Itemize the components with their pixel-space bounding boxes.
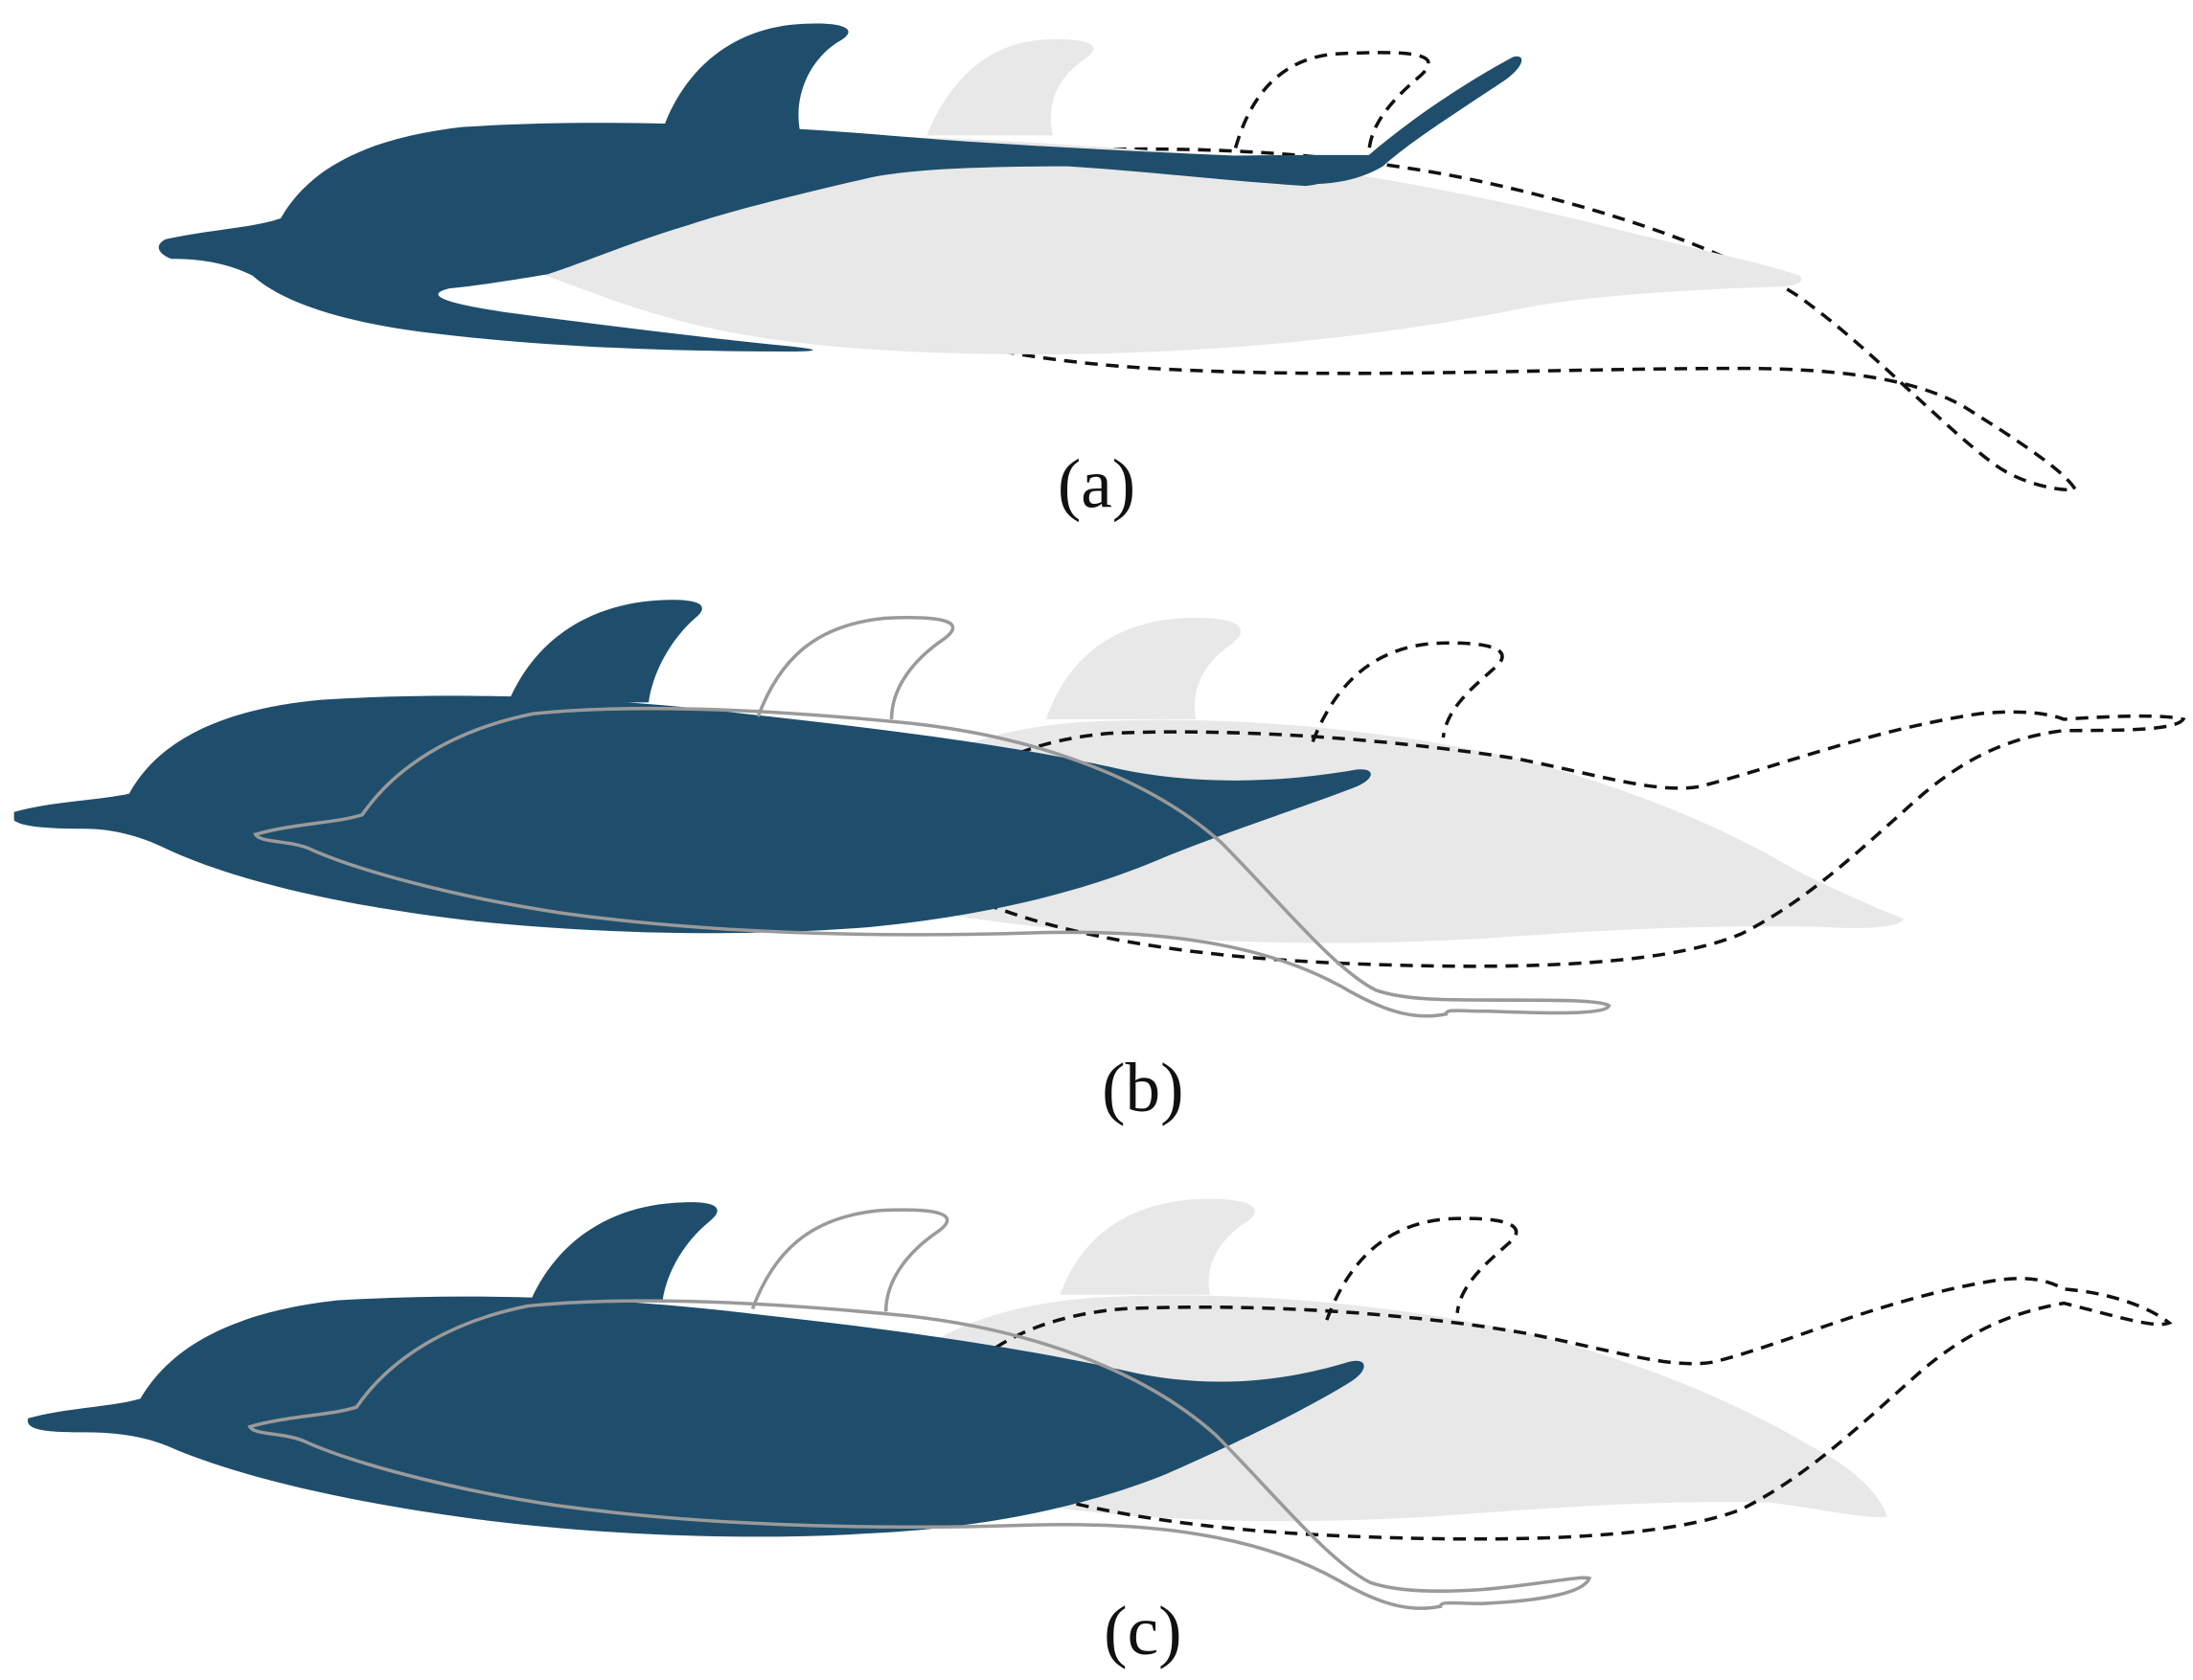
panel-label-b: (b) xyxy=(1102,1049,1183,1126)
dolphin-dashed-outline-c xyxy=(826,1216,2173,1541)
dolphin-gray-outline-b xyxy=(253,615,1611,1018)
dolphin-dark-a xyxy=(158,23,1522,352)
panel-a: (a) xyxy=(158,23,2078,523)
panel-b: (b) xyxy=(13,600,2186,1126)
dolphin-gray-outline-c xyxy=(247,1208,1592,1610)
dolphin-dark-c xyxy=(27,1202,1364,1537)
dolphin-dashed-outline-a xyxy=(739,51,2078,491)
panel-c: (c) xyxy=(27,1198,2173,1669)
panel-label-c: (c) xyxy=(1104,1592,1181,1669)
dolphin-dark-b xyxy=(13,600,1371,934)
panel-label-a: (a) xyxy=(1058,445,1135,523)
dolphin-dashed-outline-b xyxy=(812,641,2186,968)
